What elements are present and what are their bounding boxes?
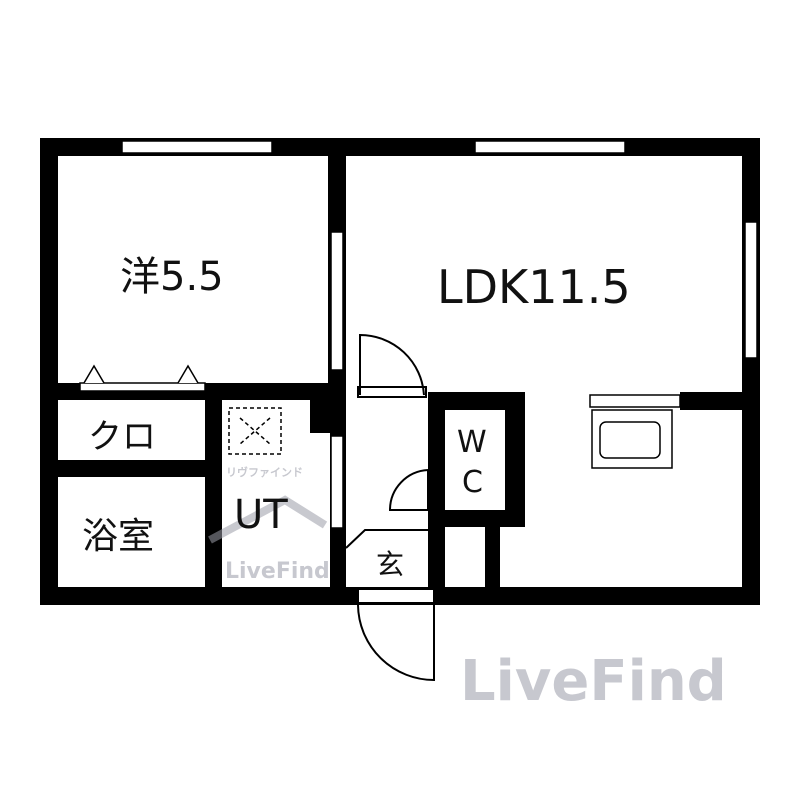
wall-entrance-right [485, 527, 500, 592]
watermark-brand: LiveFind [460, 649, 727, 714]
wall-closet-bath [58, 460, 210, 477]
windows [121, 140, 758, 529]
wall-kitchen [680, 392, 742, 410]
door-wc-swing [388, 469, 429, 511]
watermark: LiveFind リヴファインド LiveFind [208, 465, 727, 714]
watermark-house-icon [208, 495, 328, 544]
kitchen-sink [599, 421, 661, 459]
window-western-top [121, 140, 273, 154]
wall-bath-ut [205, 383, 222, 605]
window-ldk-top [474, 140, 626, 154]
wall-left [40, 138, 58, 605]
wall-right [742, 138, 760, 605]
label-toilet-c: C [462, 465, 483, 500]
room-labels: 洋5.5 LDK11.5 クロ 浴室 UT W C 玄 [82, 254, 631, 581]
closet-fittings [79, 364, 681, 469]
closet-door-left [83, 364, 105, 384]
label-entrance: 玄 [376, 548, 404, 581]
label-western-room: 洋5.5 [120, 254, 224, 300]
washer-pan [228, 407, 282, 455]
window-interior [330, 231, 344, 371]
wall-wc-bottom [428, 510, 525, 527]
door-entrance-swing [357, 604, 435, 682]
wall-wc-right [505, 392, 525, 527]
label-bathroom: 浴室 [82, 516, 154, 557]
wall-wc-left [428, 392, 445, 592]
watermark-katakana: リヴファインド [226, 465, 303, 479]
watermark-brand-small: LiveFind [225, 559, 330, 584]
entrance-step [345, 529, 430, 549]
label-toilet-w: W [457, 425, 487, 460]
window-ldk-right [744, 221, 758, 359]
door-entrance-frame [357, 588, 435, 604]
door-ldk-frame [357, 386, 427, 398]
doors [345, 333, 435, 682]
closet-door-right [177, 364, 199, 384]
kitchen-counter-top [589, 394, 681, 408]
closet-rail [79, 382, 206, 392]
door-ldk-swing [359, 333, 425, 396]
wall-wc-top [428, 392, 525, 410]
label-ldk: LDK11.5 [437, 260, 631, 314]
label-closet: クロ [88, 417, 156, 457]
label-utility: UT [234, 492, 288, 538]
window-ut [330, 435, 344, 529]
